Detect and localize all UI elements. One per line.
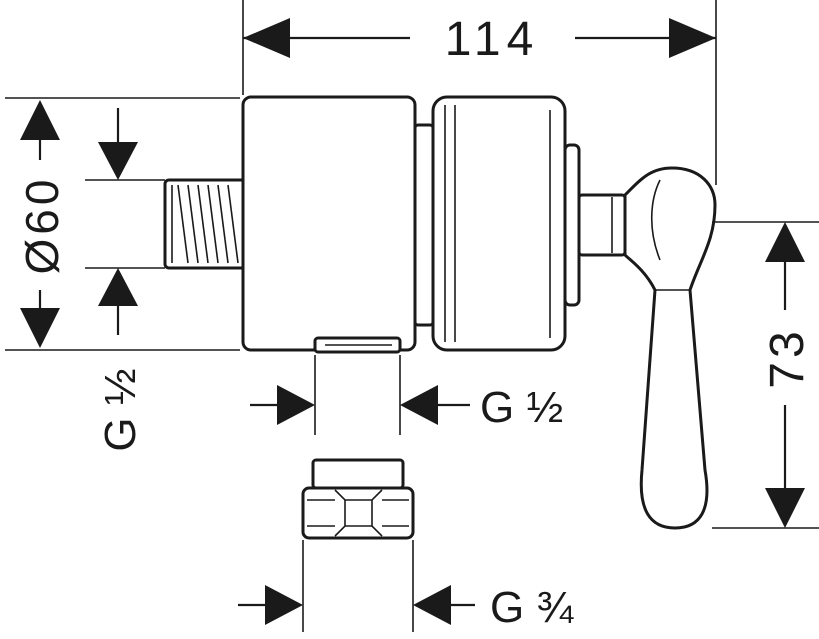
lever-handle [623, 166, 717, 530]
arrow-left-icon [400, 385, 438, 425]
arrow-up-icon [98, 268, 138, 306]
dimension-73-label: 73 [761, 327, 814, 388]
arrow-left-icon [243, 18, 290, 58]
dimension-diameter-60: Ø60 [5, 97, 240, 351]
inlet-thread-label: G ½ [96, 368, 145, 451]
arrow-down-icon [20, 308, 60, 348]
adapter-thread-label: G ¾ [490, 583, 574, 632]
adapter-nut [301, 458, 415, 540]
arrow-right-icon [265, 585, 303, 625]
arrow-down-icon [765, 488, 805, 528]
arrow-right-icon [277, 385, 315, 425]
valve-body [163, 95, 627, 354]
dimension-73: 73 [712, 221, 819, 529]
arrow-down-icon [98, 142, 138, 180]
dimension-114: 114 [242, 0, 717, 185]
arrow-left-icon [413, 585, 451, 625]
arrow-right-icon [669, 18, 716, 58]
dimension-outlet-thread: G ½ [250, 355, 563, 435]
dimension-adapter-thread: G ¾ [238, 540, 574, 632]
arrow-up-icon [765, 222, 805, 262]
dimension-114-label: 114 [445, 13, 540, 66]
arrow-up-icon [20, 100, 60, 140]
dimension-diameter-label: Ø60 [16, 176, 68, 275]
outlet-thread-label: G ½ [480, 383, 563, 432]
dimension-inlet-thread: G ½ [85, 108, 165, 452]
